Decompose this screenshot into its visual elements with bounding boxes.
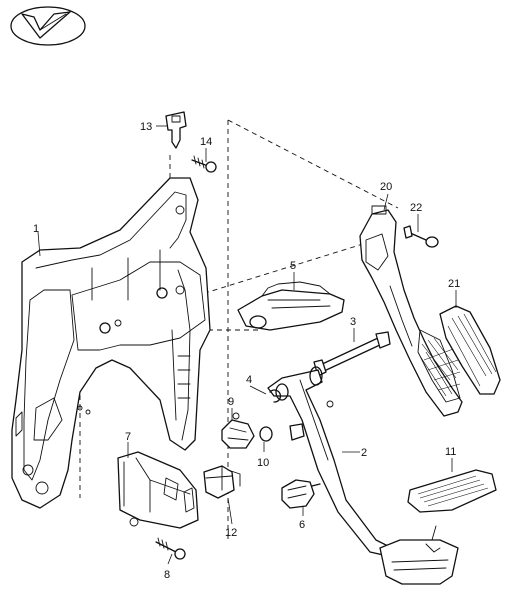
brake-pedal-pad xyxy=(407,469,497,513)
screw-22 xyxy=(403,225,439,248)
callout-20: 20 xyxy=(380,181,392,193)
callout-6: 6 xyxy=(299,519,305,531)
callout-21: 21 xyxy=(448,278,460,290)
callout-7: 7 xyxy=(125,431,131,443)
callout-4: 4 xyxy=(246,374,252,386)
brake-pedal-arm xyxy=(267,366,459,585)
ring-10 xyxy=(259,426,273,442)
cam-9 xyxy=(221,412,255,449)
callout-10: 10 xyxy=(257,457,269,469)
callout-13: 13 xyxy=(140,121,152,133)
circlip-4 xyxy=(269,389,282,403)
callout-11: 11 xyxy=(445,446,456,458)
switch-12 xyxy=(203,465,241,499)
checkmark-arrow-logo-icon xyxy=(10,6,86,46)
callout-12: 12 xyxy=(225,527,237,539)
bracket-6 xyxy=(281,479,321,509)
callout-9: 9 xyxy=(228,396,234,408)
callout-8: 8 xyxy=(164,569,170,581)
callout-2: 2 xyxy=(361,447,367,459)
pivot-bolt xyxy=(313,331,391,377)
callout-1: 1 xyxy=(33,223,39,235)
screw-8 xyxy=(155,537,186,560)
accelerator-pedal-pad xyxy=(439,305,501,395)
callout-leaders xyxy=(37,125,457,565)
screw-14 xyxy=(191,155,217,173)
callout-5: 5 xyxy=(290,260,296,272)
callout-22: 22 xyxy=(410,202,422,214)
clip-13 xyxy=(165,111,187,149)
pedal-bracket-frame xyxy=(11,177,211,509)
bushing-pad xyxy=(237,281,345,331)
callout-numbers: 1 2 3 4 5 6 7 8 9 10 11 12 13 14 20 22 2… xyxy=(33,121,460,581)
accelerator-pedal-assembly xyxy=(359,205,463,417)
switch-bracket-7 xyxy=(117,451,199,529)
callout-3: 3 xyxy=(350,316,356,328)
callout-14: 14 xyxy=(200,136,212,148)
small-clip xyxy=(289,423,305,441)
